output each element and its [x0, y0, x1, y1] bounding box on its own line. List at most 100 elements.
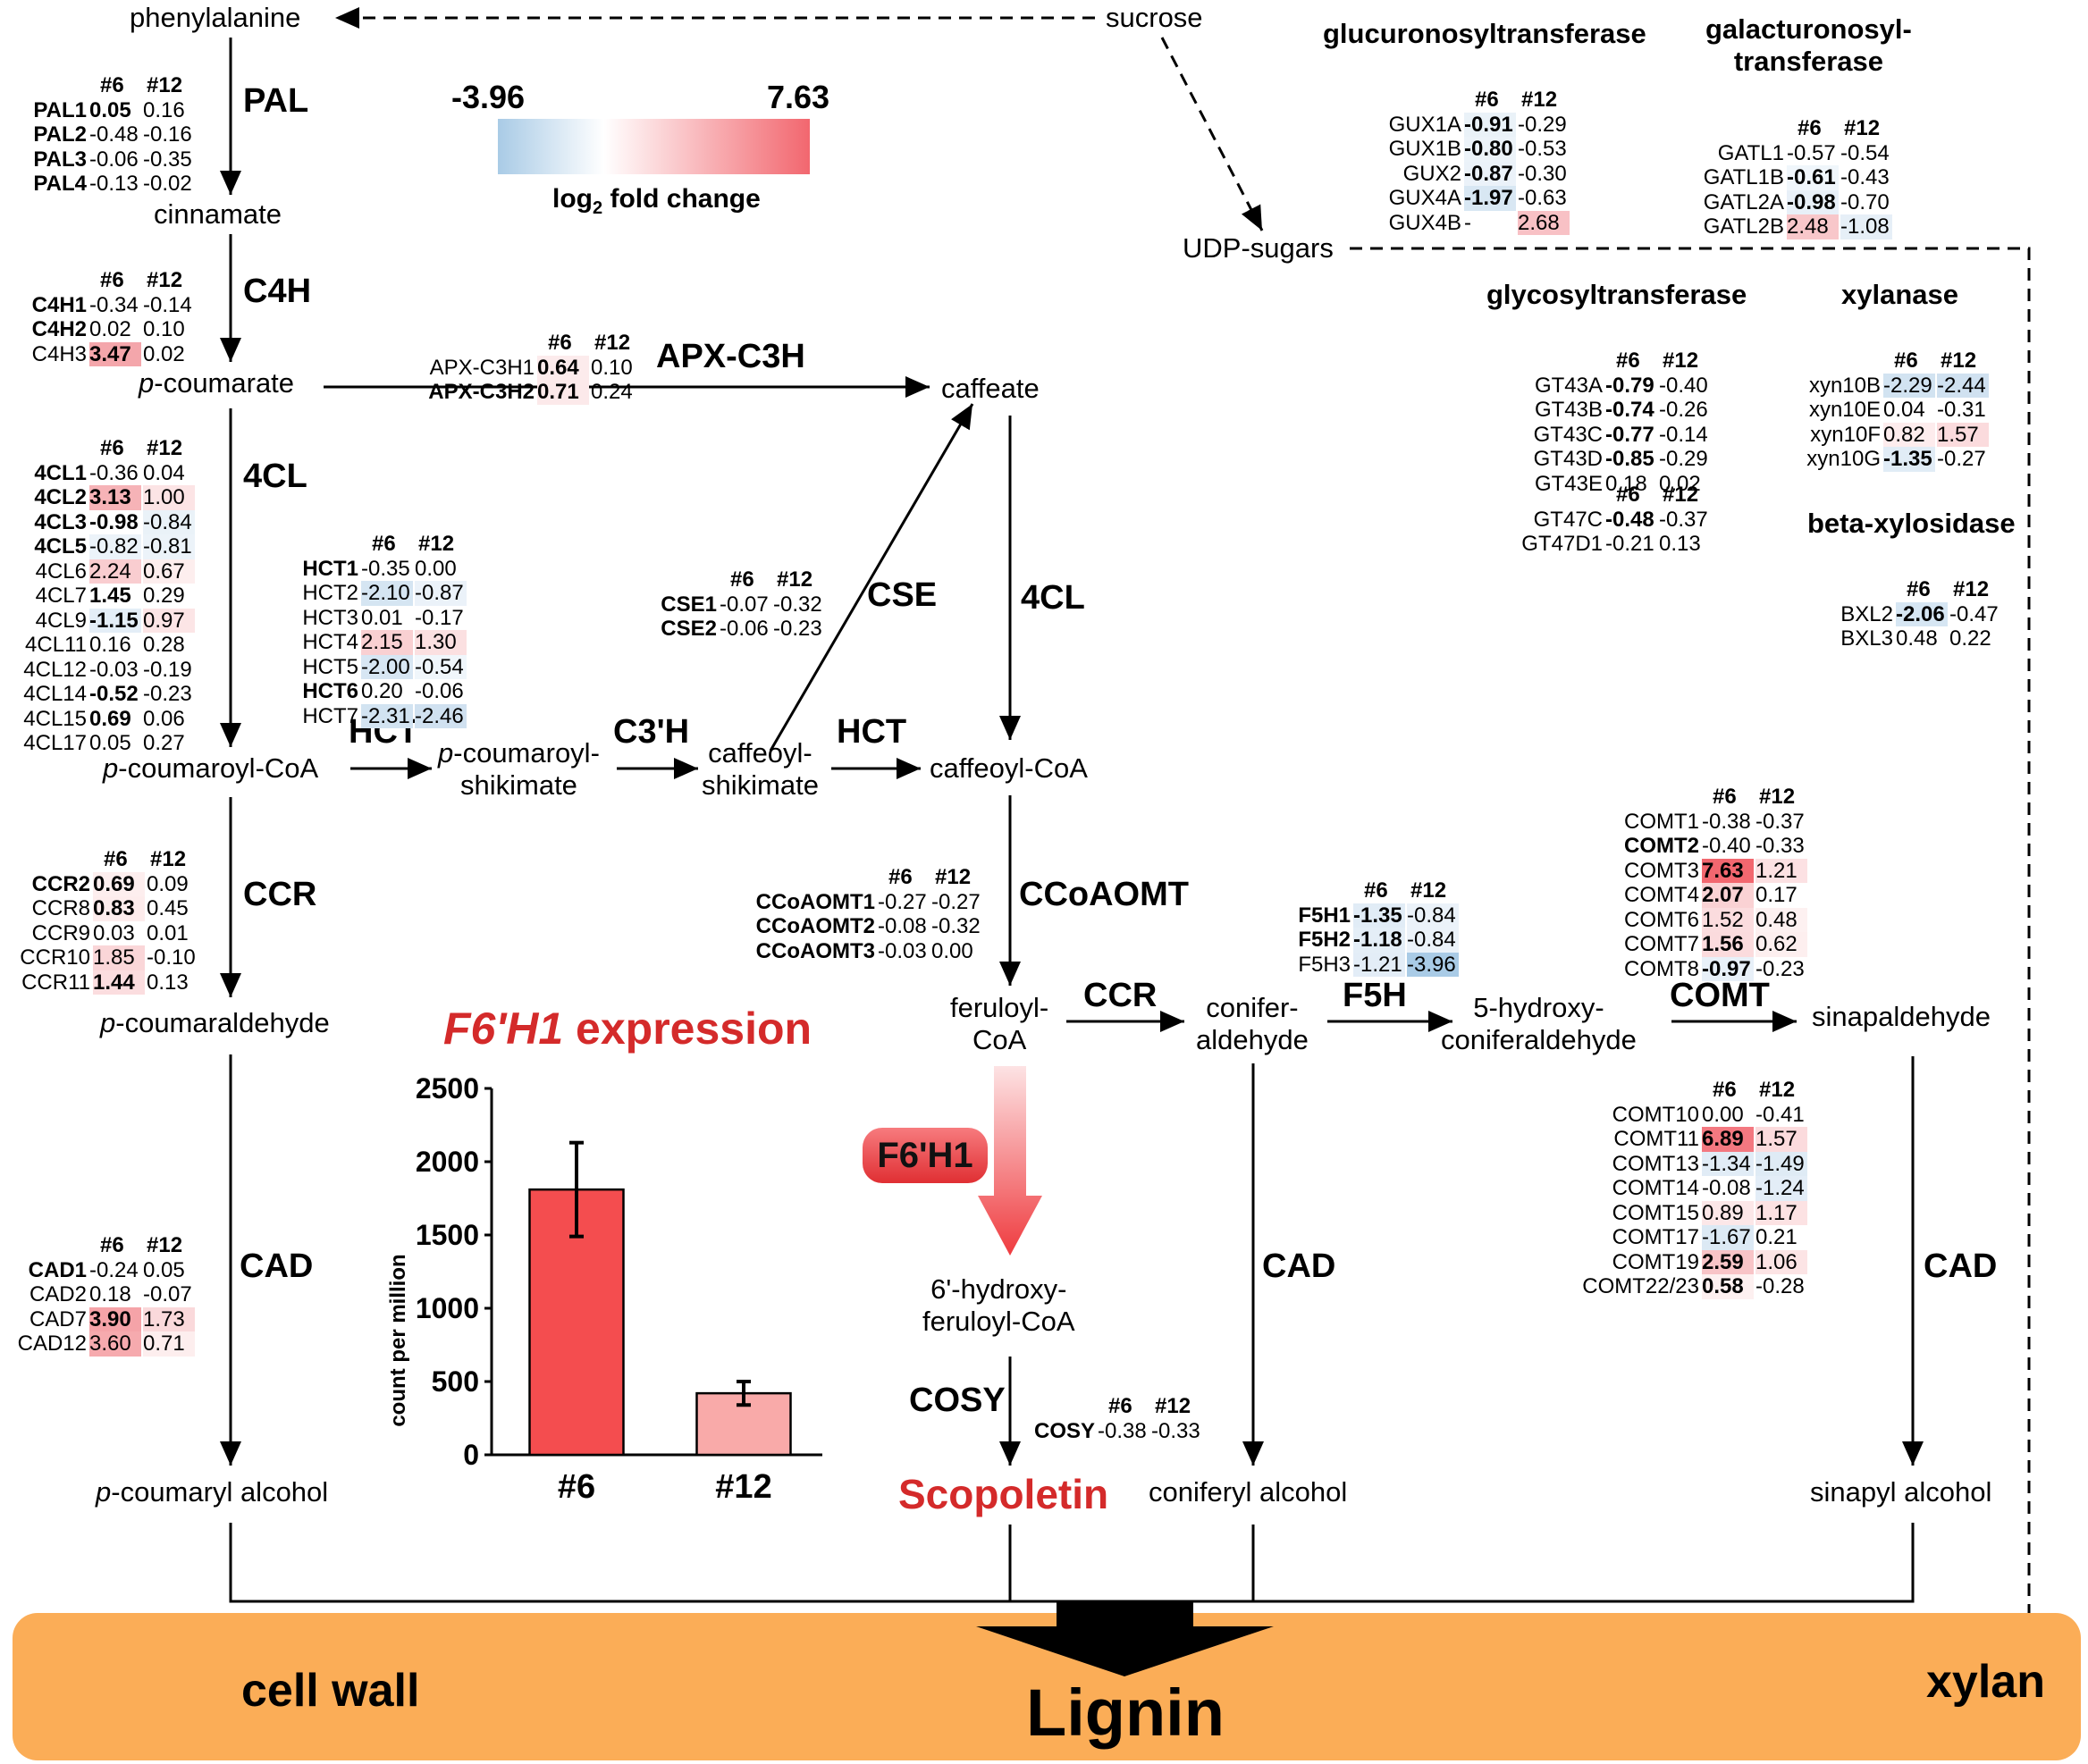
value-line-12: 1.30	[415, 630, 467, 655]
value-line-6: -1.21	[1353, 952, 1405, 977]
chart-ytick-label: 2500	[416, 1072, 479, 1105]
enzyme-cosy: COSY	[909, 1382, 1006, 1419]
value-line-12: 0.02	[1659, 471, 1701, 496]
value-line-6: 0.69	[93, 871, 145, 896]
enzyme-cad-left: CAD	[240, 1247, 314, 1285]
gene-name: 4CL14	[23, 682, 87, 706]
gene-name: COMT17	[1612, 1225, 1699, 1249]
value-line-6: -0.98	[1787, 189, 1839, 214]
gene-name: GATL2A	[1703, 189, 1784, 214]
value-line-12: 0.22	[1949, 626, 1991, 651]
value-line-12: 0.01	[147, 920, 189, 945]
gene-name: COMT2	[1624, 834, 1699, 858]
gene-name: PAL4	[33, 172, 87, 196]
node-scopoletin: Scopoletin	[898, 1471, 1109, 1517]
value-line-6: -0.97	[1702, 956, 1754, 981]
column-header-6: #6	[1475, 88, 1499, 112]
value-line-12: 1.57	[1937, 422, 1989, 447]
value-line-12: -1.24	[1755, 1176, 1807, 1201]
value-line-12: 0.10	[591, 355, 633, 380]
column-header-6: #6	[100, 436, 124, 460]
value-line-6: -1.15	[89, 608, 141, 633]
value-line-6: 1.56	[1702, 932, 1754, 957]
node-p-coumaroyl-shikimate: p-coumaroyl- shikimate	[438, 737, 600, 801]
node-udp-sugars: UDP-sugars	[1183, 232, 1334, 264]
value-line-12: -3.96	[1407, 952, 1459, 977]
value-line-6: 0.58	[1702, 1274, 1754, 1299]
gene-name: GATL2B	[1703, 214, 1784, 239]
gene-name: xyn10F	[1810, 422, 1881, 447]
gene-name: COMT19	[1612, 1249, 1699, 1274]
value-line-6: 0.00	[1702, 1102, 1744, 1127]
enzyme-f6h1-badge: F6'H1	[863, 1128, 988, 1183]
gene-name: 4CL6	[35, 559, 87, 584]
value-line-12: -0.35	[143, 147, 192, 172]
value-line-6: -0.13	[89, 172, 139, 196]
gene-name: BXL3	[1840, 626, 1893, 651]
value-line-12: -0.16	[143, 122, 192, 147]
value-line-12: 0.27	[143, 731, 185, 755]
column-header-12: #12	[1663, 483, 1699, 507]
value-line-12: -0.14	[143, 292, 192, 317]
gene-name: COMT15	[1612, 1200, 1699, 1225]
value-line-6: 1.52	[1702, 907, 1754, 932]
value-line-6: -0.48	[89, 122, 139, 147]
value-line-6: 0.05	[89, 97, 131, 122]
column-header-12: #12	[1759, 785, 1796, 809]
column-header-12: #12	[1663, 349, 1699, 373]
enzyme-c3h: C3'H	[613, 713, 690, 751]
gene-name: 4CL11	[25, 633, 87, 657]
enzyme-f5h: F5H	[1343, 977, 1407, 1014]
value-line-12: 0.09	[147, 871, 189, 896]
column-header-12: #12	[418, 532, 455, 556]
dashed-sucrose-udp	[1160, 37, 1264, 231]
column-header-12: #12	[147, 73, 183, 97]
gene-name: HCT4	[302, 630, 358, 654]
value-line-12: -0.87	[415, 581, 467, 606]
gene-name: CCR9	[31, 920, 90, 945]
gene-name: C4H2	[31, 317, 87, 341]
gene-name: CAD2	[29, 1282, 87, 1306]
gene-name: COMT7	[1624, 932, 1699, 956]
gene-name: GATL1	[1717, 140, 1784, 165]
node-6-hydroxyferuloyl-coa: 6'-hydroxy- feruloyl-CoA	[922, 1273, 1075, 1337]
node-coniferaldehyde: conifer- aldehyde	[1196, 992, 1309, 1055]
gene-name: CAD7	[29, 1306, 87, 1331]
enzyme-cad-mid: CAD	[1262, 1247, 1336, 1285]
gene-name: GT43A	[1534, 373, 1603, 398]
value-line-12: -0.06	[415, 679, 464, 703]
value-line-6: 7.63	[1702, 858, 1754, 883]
gene-name: HCT3	[302, 605, 358, 630]
value-line-6: 0.48	[1896, 626, 1938, 651]
node-caffeate: caffeate	[941, 373, 1040, 404]
value-line-6: -2.10	[361, 581, 413, 606]
value-line-12: -1.08	[1840, 214, 1892, 239]
value-line-6: 0.69	[89, 706, 131, 731]
gene-name: COMT11	[1613, 1127, 1699, 1151]
gene-name: 4CL9	[35, 608, 87, 633]
value-line-12: -0.41	[1755, 1102, 1805, 1127]
gene-name: CCoAOMT3	[755, 938, 875, 963]
gene-name: xyn10B	[1808, 373, 1881, 398]
column-header-6: #6	[1108, 1394, 1132, 1418]
enzyme-4cl-right: 4CL	[1021, 579, 1085, 617]
value-line-6: -0.34	[89, 292, 139, 317]
legend-label: log2 fold change	[552, 184, 761, 218]
value-line-6: 0.20	[361, 679, 403, 703]
value-line-12: -0.14	[1659, 422, 1708, 447]
value-line-6: -1.35	[1353, 903, 1405, 928]
lignin-label: Lignin	[1026, 1676, 1225, 1750]
value-line-6: 0.04	[1883, 398, 1925, 422]
value-line-12: -0.70	[1840, 189, 1890, 214]
column-header-12: #12	[147, 436, 183, 460]
value-line-12: 1.06	[1755, 1249, 1807, 1274]
column-header-6: #6	[1713, 1078, 1737, 1102]
value-line-6: -0.87	[1464, 161, 1516, 186]
gene-name: HCT1	[302, 556, 358, 581]
chart-ytick-label: 500	[432, 1365, 479, 1398]
value-line-6: 6.89	[1702, 1127, 1754, 1152]
value-line-6: 0.71	[537, 380, 589, 405]
node-feruloyl-coa: feruloyl- CoA	[950, 992, 1049, 1055]
column-header-12: #12	[594, 331, 631, 355]
value-line-6: -0.38	[1702, 809, 1751, 834]
